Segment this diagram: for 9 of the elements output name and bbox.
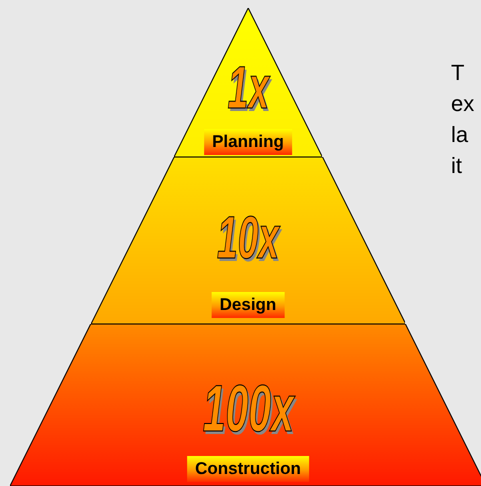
multiplier-text: 1x [227, 58, 269, 118]
side-text: T ex la it [451, 59, 476, 180]
phase-label: Planning [204, 129, 292, 155]
phase-label: Design [212, 292, 284, 318]
multiplier-text: 100x [202, 375, 294, 441]
pyramid-tier [10, 324, 481, 486]
phase-label: Construction [187, 456, 309, 482]
pyramid-tier [174, 8, 322, 157]
multiplier-text: 10x [216, 208, 280, 268]
